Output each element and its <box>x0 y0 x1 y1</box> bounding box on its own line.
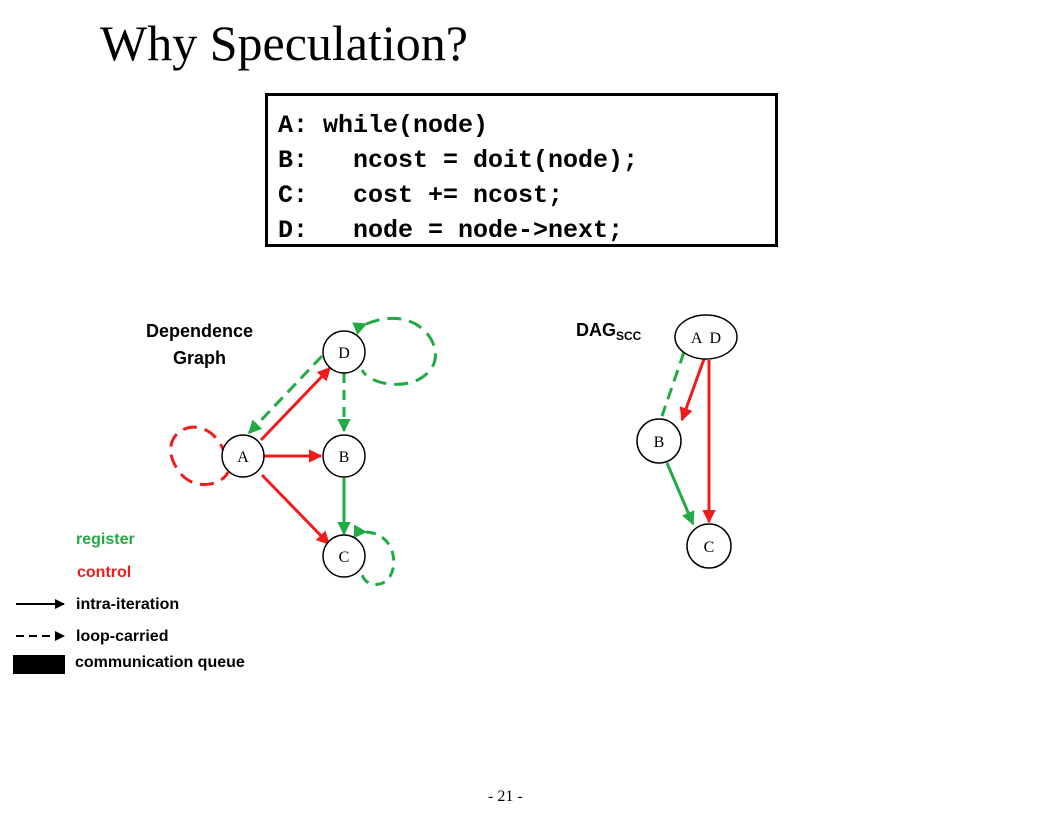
legend-control: control <box>77 564 132 581</box>
edge-d-to-a-loop-register <box>247 354 324 435</box>
node-d-label: D <box>338 345 350 362</box>
edge-b-to-c-register <box>665 462 695 526</box>
node-a: A <box>221 434 265 478</box>
dag-node-c-label: C <box>704 539 715 556</box>
edge-a-to-d-control <box>259 366 332 442</box>
code-line-b: B: ncost = doit(node); <box>278 146 639 175</box>
page-number: - 21 - <box>488 788 523 805</box>
legend-communication-queue: communication queue <box>75 654 245 671</box>
legend-register: register <box>76 531 135 548</box>
code-line-a: A: while(node) <box>278 111 489 140</box>
dag-node-ad: A D <box>674 314 738 360</box>
dag-node-b: B <box>636 418 682 464</box>
node-c: C <box>322 534 366 578</box>
legend-intra-iteration: intra-iteration <box>76 596 180 613</box>
edge-ad-to-b-control <box>679 358 706 422</box>
edge-a-self-loop-control <box>169 425 230 486</box>
edge-d-self-loop-register <box>352 316 437 386</box>
slide-title: Why Speculation? <box>100 15 468 71</box>
dag-scc-subscript: SCC <box>616 329 642 343</box>
dependence-graph-title: Dependence Graph <box>112 318 287 372</box>
dag-scc-title-text: DAG <box>576 320 616 340</box>
dag-node-c: C <box>686 523 732 569</box>
dag-node-ad-label: A D <box>691 330 721 347</box>
legend-queue-swatch-icon <box>13 655 65 674</box>
edge-a-to-c-control <box>260 473 331 546</box>
dependence-graph-title-text: Dependence Graph <box>145 321 254 368</box>
dag-scc-title: DAGSCC <box>576 320 642 343</box>
node-b-label: B <box>339 449 350 466</box>
dag-node-b-label: B <box>654 434 665 451</box>
node-c-label: C <box>339 549 350 566</box>
node-d: D <box>322 330 366 374</box>
node-b: B <box>322 434 366 478</box>
edge-ad-to-b-loop-register <box>660 351 686 417</box>
legend-loop-carried: loop-carried <box>76 628 169 645</box>
code-line-c: C: cost += ncost; <box>278 181 564 210</box>
node-a-label: A <box>237 449 249 466</box>
edge-c-self-loop-register <box>353 524 396 586</box>
code-line-d: D: node = node->next; <box>278 216 624 245</box>
code-box: A: while(node) B: ncost = doit(node); C:… <box>265 93 778 247</box>
